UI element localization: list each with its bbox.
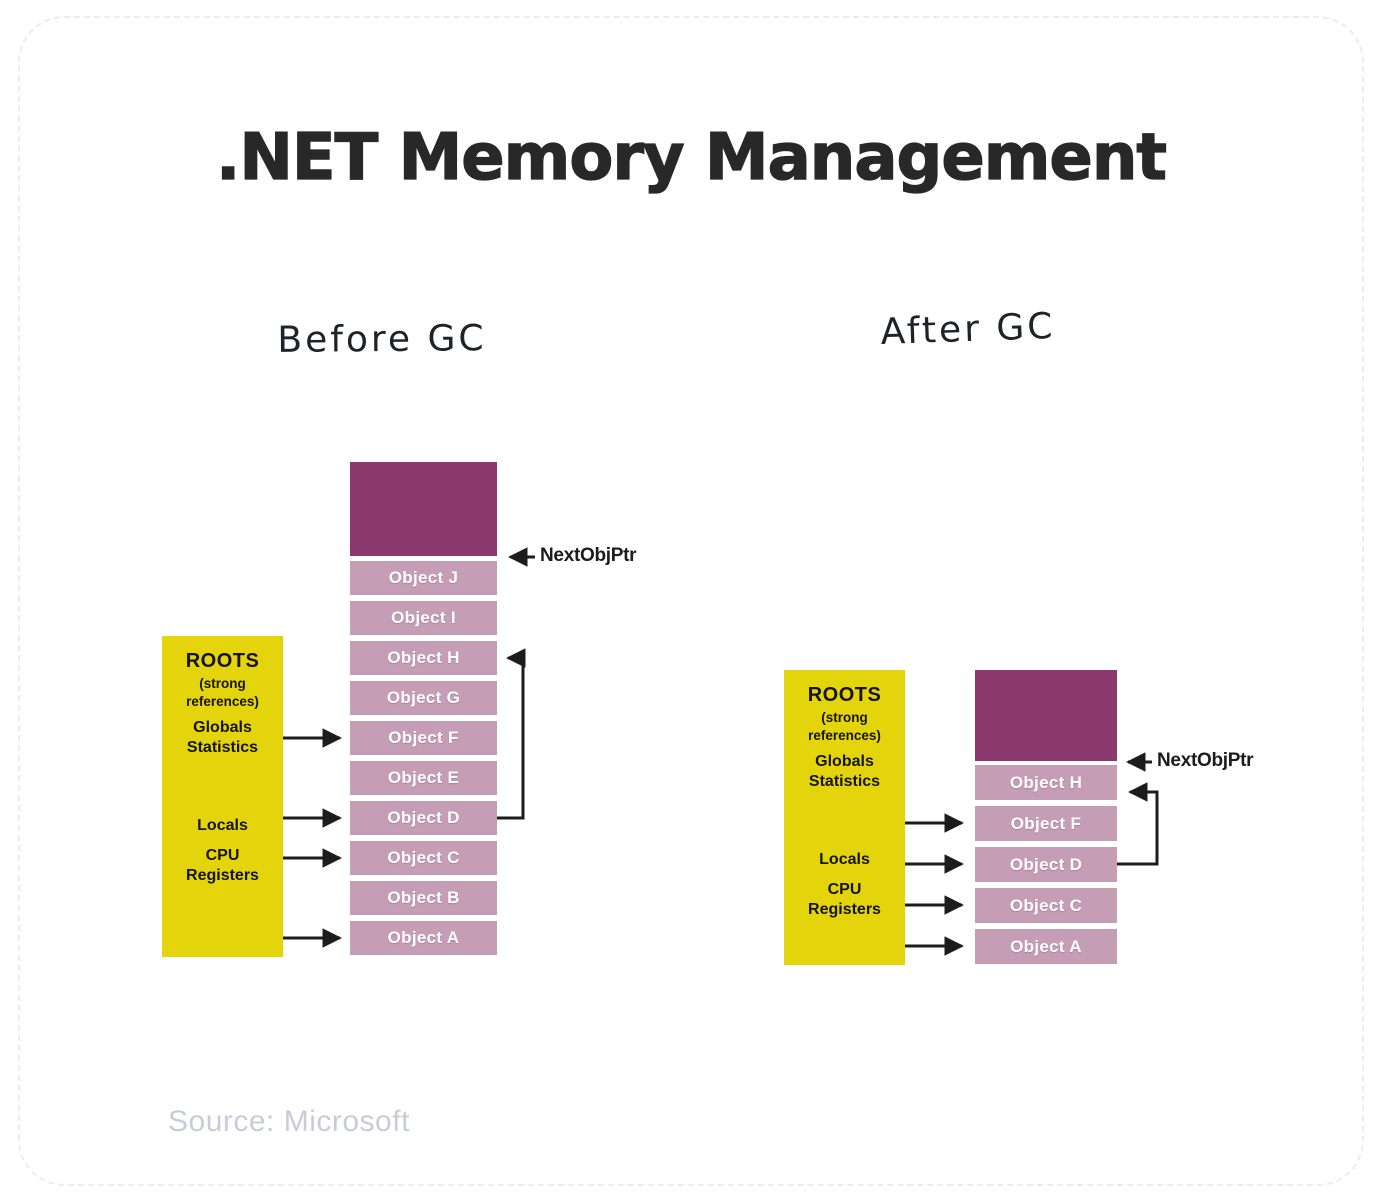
nextobjptr-label-before: NextObjPtr xyxy=(540,545,637,566)
roots-globals-group: Globals Statistics xyxy=(162,718,283,758)
roots-registers-label: Registers xyxy=(186,867,259,884)
nextobjptr-label-after: NextObjPtr xyxy=(1157,750,1254,771)
free-heap-block-after xyxy=(975,670,1117,761)
roots-statistics-label: Statistics xyxy=(186,739,259,756)
object-row-before-g: Object G xyxy=(350,681,497,715)
roots-title: ROOTS xyxy=(807,684,882,706)
roots-head-after: ROOTS (strong references) Globals Statis… xyxy=(784,683,905,792)
roots-subtitle: (strong references) xyxy=(162,675,283,711)
roots-cpu-group: CPU Registers xyxy=(162,846,283,886)
roots-subtitle-line2: references) xyxy=(186,694,259,709)
roots-subtitle-line2: references) xyxy=(808,728,881,743)
roots-statistics-label: Statistics xyxy=(808,773,881,790)
source-credit: Source: Microsoft xyxy=(168,1105,410,1138)
object-row-before-i: Object I xyxy=(350,601,497,635)
roots-globals-group: Globals Statistics xyxy=(784,752,905,792)
object-row-before-c: Object C xyxy=(350,841,497,875)
object-row-after-f: Object F xyxy=(975,806,1117,841)
roots-title: ROOTS xyxy=(185,650,260,672)
object-row-before-h: Object H xyxy=(350,641,497,675)
roots-box-before: ROOTS (strong references) Globals Statis… xyxy=(162,636,283,957)
roots-locals-label: Locals xyxy=(819,851,870,868)
roots-head-before: ROOTS (strong references) Globals Statis… xyxy=(162,649,283,758)
roots-subtitle-line1: (strong xyxy=(199,676,246,691)
object-row-after-a: Object A xyxy=(975,929,1117,964)
roots-box-after: ROOTS (strong references) Globals Statis… xyxy=(784,670,905,965)
roots-locals-label: Locals xyxy=(197,817,248,834)
object-row-after-c: Object C xyxy=(975,888,1117,923)
object-row-before-a: Object A xyxy=(350,921,497,955)
roots-cpu-label: CPU xyxy=(827,881,862,898)
free-heap-block-before xyxy=(350,462,497,556)
roots-registers-label: Registers xyxy=(808,901,881,918)
object-row-after-d: Object D xyxy=(975,847,1117,882)
roots-subtitle-line1: (strong xyxy=(821,710,868,725)
object-row-before-b: Object B xyxy=(350,881,497,915)
roots-globals-label: Globals xyxy=(193,719,252,736)
roots-globals-label: Globals xyxy=(815,753,874,770)
object-row-before-e: Object E xyxy=(350,761,497,795)
object-row-before-j: Object J xyxy=(350,561,497,595)
roots-cpu-label: CPU xyxy=(205,847,240,864)
object-row-before-d: Object D xyxy=(350,801,497,835)
roots-cpu-group: CPU Registers xyxy=(784,880,905,920)
before-gc-label: Before GC xyxy=(277,318,487,361)
card-border xyxy=(18,16,1364,1186)
page-title: .NET Memory Management xyxy=(215,120,1167,195)
object-row-after-h: Object H xyxy=(975,765,1117,800)
roots-subtitle: (strong references) xyxy=(784,709,905,745)
object-row-before-f: Object F xyxy=(350,721,497,755)
